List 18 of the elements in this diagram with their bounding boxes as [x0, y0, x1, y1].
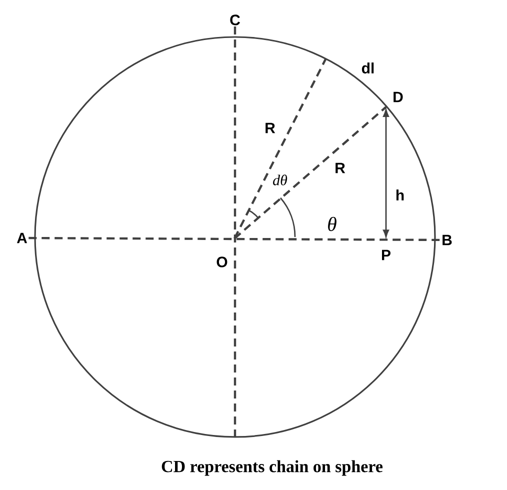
point-label: B — [442, 234, 452, 246]
label: dθ — [273, 174, 288, 186]
line — [382, 109, 390, 238]
line — [28, 236, 440, 242]
point-label: A — [16, 232, 28, 244]
point-label: O — [216, 256, 228, 268]
point-label: P — [382, 250, 390, 260]
line — [234, 58, 327, 239]
label: dl — [362, 62, 374, 74]
edge-label: R — [334, 162, 346, 174]
point-label: D — [394, 92, 403, 102]
label: θ — [328, 216, 336, 232]
point-label: C — [230, 14, 240, 26]
edge-label: R — [264, 122, 276, 134]
line — [234, 26, 236, 437]
edge-label: h — [394, 188, 406, 202]
line — [234, 106, 387, 240]
caption: CD represents chain on sphere — [162, 460, 383, 476]
